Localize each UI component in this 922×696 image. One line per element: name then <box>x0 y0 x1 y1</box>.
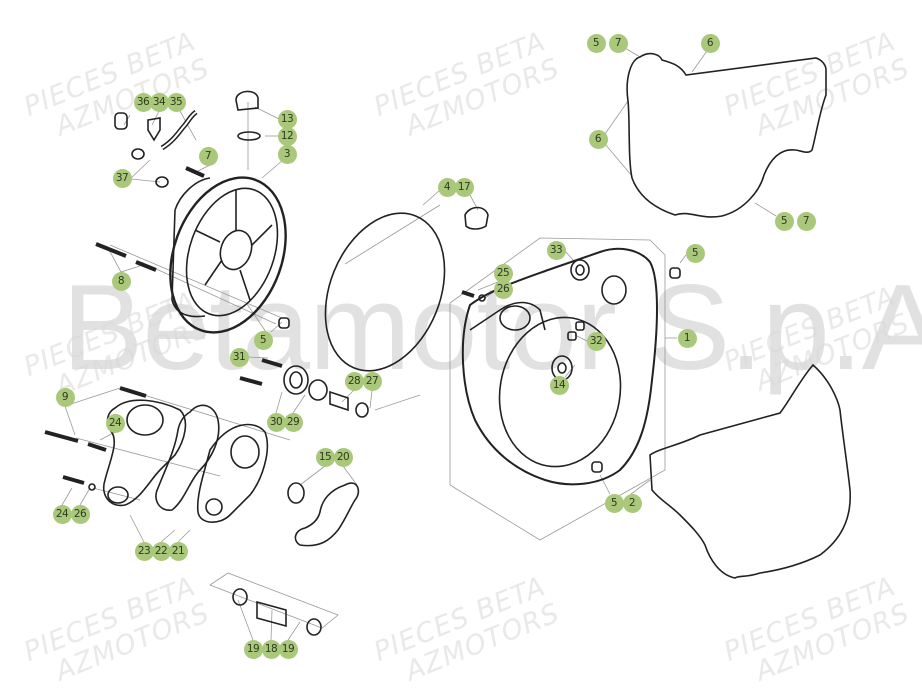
part-callout-34[interactable]: 34 <box>149 92 169 112</box>
part-callout-24[interactable]: 24 <box>52 504 72 524</box>
part-callout-5[interactable]: 5 <box>586 33 606 53</box>
part-callout-17[interactable]: 17 <box>454 177 474 197</box>
part-callout-20[interactable]: 20 <box>333 447 353 467</box>
part-callout-36[interactable]: 36 <box>133 92 153 112</box>
part-callout-5[interactable]: 5 <box>253 330 273 350</box>
part-callout-6[interactable]: 6 <box>588 129 608 149</box>
part-callout-7[interactable]: 7 <box>608 33 628 53</box>
part-callout-5[interactable]: 5 <box>604 493 624 513</box>
part-outlines <box>44 52 851 636</box>
part-callout-1[interactable]: 1 <box>677 328 697 348</box>
part-callout-27[interactable]: 27 <box>362 371 382 391</box>
part-callout-21[interactable]: 21 <box>168 541 188 561</box>
part-callout-3[interactable]: 3 <box>277 144 297 164</box>
part-callout-18[interactable]: 18 <box>261 639 281 659</box>
part-callout-35[interactable]: 35 <box>166 92 186 112</box>
part-callout-37[interactable]: 37 <box>112 168 132 188</box>
part-callout-19[interactable]: 19 <box>243 639 263 659</box>
part-callout-19[interactable]: 19 <box>278 639 298 659</box>
part-callout-23[interactable]: 23 <box>134 541 154 561</box>
part-callout-29[interactable]: 29 <box>283 412 303 432</box>
parts-drawing <box>44 47 851 641</box>
part-callout-15[interactable]: 15 <box>315 447 335 467</box>
part-callout-7[interactable]: 7 <box>198 146 218 166</box>
part-callout-33[interactable]: 33 <box>546 240 566 260</box>
part-callout-2[interactable]: 2 <box>622 493 642 513</box>
part-callout-13[interactable]: 13 <box>277 109 297 129</box>
part-callout-6[interactable]: 6 <box>700 33 720 53</box>
part-callout-4[interactable]: 4 <box>437 177 457 197</box>
part-callout-28[interactable]: 28 <box>344 371 364 391</box>
part-callout-26[interactable]: 26 <box>70 504 90 524</box>
part-callout-5[interactable]: 5 <box>685 243 705 263</box>
part-callout-12[interactable]: 12 <box>277 126 297 146</box>
part-callout-26[interactable]: 26 <box>493 279 513 299</box>
leader-lines <box>61 47 777 641</box>
part-callout-25[interactable]: 25 <box>493 263 513 283</box>
part-callout-24[interactable]: 24 <box>105 413 125 433</box>
part-callout-8[interactable]: 8 <box>111 271 131 291</box>
part-callout-32[interactable]: 32 <box>586 331 606 351</box>
part-callout-7[interactable]: 7 <box>796 211 816 231</box>
part-callout-14[interactable]: 14 <box>549 375 569 395</box>
part-callout-5[interactable]: 5 <box>774 211 794 231</box>
part-callout-30[interactable]: 30 <box>266 412 286 432</box>
part-callout-22[interactable]: 22 <box>151 541 171 561</box>
part-callout-9[interactable]: 9 <box>55 387 75 407</box>
part-callout-31[interactable]: 31 <box>229 347 249 367</box>
